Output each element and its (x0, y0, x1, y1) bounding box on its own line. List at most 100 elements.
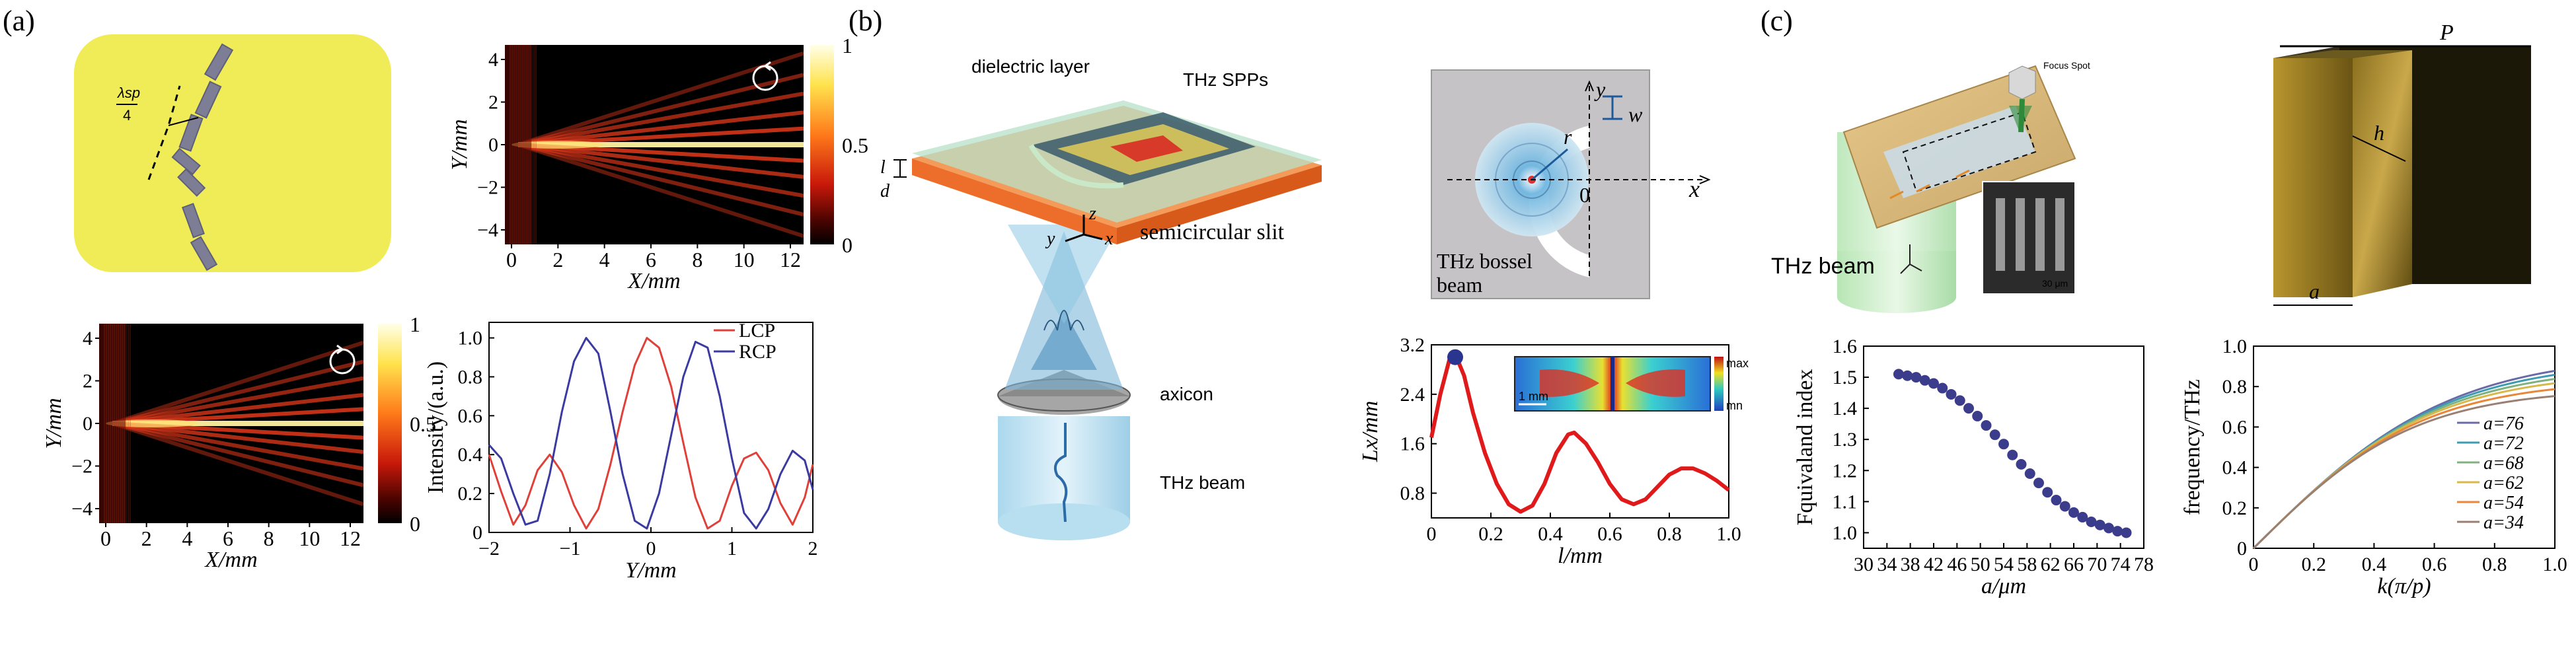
x-tick-label: 62 (2041, 554, 2061, 575)
unit-cell-render: P h a (2273, 20, 2531, 306)
x-tick-label: 34 (1877, 554, 1897, 575)
map-y-label: Y/mm (42, 398, 66, 449)
colorbar-tick: 1 (410, 312, 420, 336)
inset-label-r: r (1564, 125, 1572, 149)
map-x-tick: 2 (552, 248, 563, 271)
scatter-point (1893, 369, 1904, 380)
map-y-tick: −2 (71, 456, 93, 478)
x-tick-label: 46 (1947, 554, 1967, 575)
inset-axis-x: x (1688, 176, 1700, 202)
y-tick-label: 1.1 (1833, 491, 1858, 513)
x-tick-label: 1.0 (1716, 523, 1741, 545)
y-tick-label: 1.6 (1833, 336, 1858, 357)
x-tick-label: 0.6 (2422, 554, 2447, 575)
x-tick-label: 50 (1971, 554, 1990, 575)
legend-label: a=34 (2483, 513, 2524, 533)
scatter-point (2068, 507, 2079, 518)
label-thz-spps: THz SPPs (1183, 69, 1268, 90)
y-tick-label: 1.2 (1833, 460, 1858, 482)
label-thz-beam-b: THz beam (1160, 472, 1245, 493)
map-x-label: X/mm (204, 548, 257, 572)
x-tick-label: −1 (560, 538, 581, 560)
y-tick-label: 3.2 (1400, 334, 1425, 356)
inset-caption-line1: THz bossel (1437, 249, 1533, 273)
x-axis-label: a/μm (1981, 574, 2026, 598)
plot-frame (2253, 345, 2556, 549)
x-tick-label: 0 (1427, 523, 1437, 545)
y-axis-label: Intensity/(a.u.) (424, 361, 448, 493)
map-y-tick: −2 (477, 177, 498, 199)
y-axis-label: Lx/mm (1358, 401, 1383, 463)
scatter-point (1998, 439, 2009, 450)
lambda-sp-label: λsp (117, 85, 140, 101)
legend-label: a=62 (2483, 473, 2524, 493)
dispersion-line (2252, 395, 2556, 550)
map-x-tick: 6 (223, 526, 233, 550)
y-tick-label: 1.3 (1833, 429, 1858, 451)
y-tick-label: 1.5 (1833, 367, 1858, 388)
label-dielectric-layer: dielectric layer (971, 56, 1090, 77)
inset-caption-line2: beam (1437, 273, 1482, 297)
y-tick-label: 0.6 (2222, 416, 2248, 438)
axis-label-z-3d: z (1088, 203, 1096, 224)
x-tick-label: 0.6 (1597, 523, 1622, 545)
y-tick-label: 0.8 (1400, 483, 1425, 505)
y-axis-label: frequency/THz (2180, 379, 2205, 515)
map-x-tick: 10 (299, 526, 320, 550)
x-tick-label: 70 (2087, 554, 2107, 575)
y-tick-label: 0 (473, 522, 482, 544)
heatmap-max-label: max (1726, 357, 1749, 370)
scatter-point (2051, 495, 2062, 506)
peak-marker (1447, 349, 1463, 365)
scatter-point (1902, 370, 1913, 381)
inset-axis-y: y (1594, 77, 1606, 101)
x-tick-label: 54 (1994, 554, 2014, 575)
map-x-tick: 4 (599, 248, 610, 271)
scatter-point (1937, 382, 1948, 394)
y-tick-label: 1.0 (458, 328, 483, 349)
scatter-point (2103, 523, 2114, 534)
scatter-point (2121, 527, 2132, 538)
map-x-tick: 0 (100, 526, 111, 550)
series-line-rcp (488, 337, 814, 530)
heatmap-min-label: mn (1726, 399, 1743, 412)
x-tick-label: 74 (2111, 554, 2131, 575)
x-tick-label: 1.0 (2542, 554, 2567, 575)
label-thz-beam-c: THz beam (1771, 254, 1875, 279)
y-tick-label: 0.8 (2222, 376, 2248, 398)
device-schematic: dielectric layer THz SPPs axicon THz bea… (880, 56, 1322, 540)
bessel-inset: y x w r 0 THz bossel beam (1431, 69, 1711, 299)
lambda-denominator: 4 (123, 107, 131, 124)
inset-label-zero: 0 (1579, 183, 1590, 207)
scatter-point (1919, 375, 1930, 386)
scatter-point (1954, 395, 1965, 406)
y-tick-label: 1.6 (1400, 433, 1425, 455)
scatter-point (2059, 501, 2070, 512)
y-axis-label: Fquivaland index (1793, 369, 1817, 525)
scatter-point (2094, 519, 2105, 530)
legend-label: a=68 (2483, 453, 2524, 474)
y-tick-label: 0.4 (2222, 457, 2248, 479)
map-y-tick: 2 (83, 371, 93, 392)
scatter-point (2024, 468, 2035, 480)
legend-label: a=54 (2483, 493, 2524, 513)
panel-label-a: (a) (3, 5, 35, 37)
y-tick-label: 0.8 (458, 366, 483, 388)
scatter-point (1946, 388, 1957, 400)
map-x-tick: 2 (141, 526, 152, 550)
x-tick-label: 0.8 (2482, 554, 2507, 575)
map-x-tick: 6 (646, 248, 656, 271)
colorbar-tick: 1 (842, 34, 852, 57)
legend-label: RCP (739, 341, 777, 363)
map-y-tick: −4 (477, 219, 498, 241)
field-map-bottom (99, 324, 402, 523)
map-x-tick: 4 (182, 526, 192, 550)
map-x-tick: 10 (734, 248, 755, 271)
x-tick-label: 78 (2134, 554, 2154, 575)
map-y-label: Y/mm (447, 119, 472, 170)
map-x-tick: 12 (340, 526, 361, 550)
scatter-point (2042, 487, 2053, 498)
x-tick-label: 0.2 (2301, 554, 2326, 575)
